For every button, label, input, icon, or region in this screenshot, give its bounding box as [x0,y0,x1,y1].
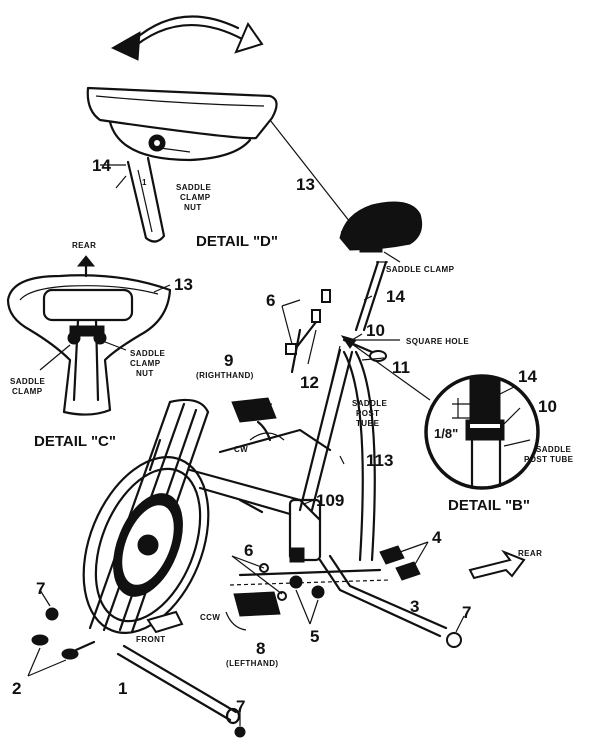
part-number-7-rear: 7 [462,603,471,622]
svg-text:TUBE: TUBE [356,419,380,428]
crank-bolts [285,289,387,374]
caption-fraction: 1/8" [434,426,458,441]
cw-arrow-icon [249,432,285,441]
part-number-2: 2 [12,679,21,698]
part-number-14-detail-b: 14 [518,367,537,386]
ccw-arrow-icon [225,611,247,631]
part-number-10-main: 10 [366,321,385,340]
part-number-9: 9 [224,351,233,370]
caption-rear-main: REAR [518,549,542,558]
caption-saddle-post-tube-b: SADDLE POST TUBE [524,445,574,464]
part-number-11: 11 [392,358,410,377]
svg-text:SADDLE: SADDLE [352,399,388,408]
pedal-righthand [231,397,277,442]
saddle-detail-c [6,274,172,416]
part-number-1: 1 [118,679,127,698]
hardware-lower [259,545,421,601]
caption-rear-c: REAR [72,241,96,250]
caption-saddle-clamp-nut-d: SADDLE CLAMP NUT [176,183,212,212]
main-saddle [339,201,423,332]
svg-text:SADDLE: SADDLE [130,349,166,358]
part-number-3: 3 [410,597,419,616]
rear-main-arrow-icon [468,549,526,580]
part-number-6-upper: 6 [266,291,275,310]
part-number-109: 109 [316,491,344,510]
caption-saddle-clamp-c: SADDLE CLAMP [10,377,46,396]
part-number-7-bottom: 7 [236,697,245,716]
part-number-4: 4 [432,528,442,547]
part-number-113: 113 [366,451,393,470]
part-number-7-front: 7 [36,579,45,598]
caption-cw: CW [234,445,248,454]
part-number-14-main: 14 [386,287,405,306]
caption-front: FRONT [136,635,166,644]
part-number-12: 12 [300,373,319,392]
part-number-13-detail-c: 13 [174,275,193,294]
part-number-13-top: 13 [296,175,315,194]
saddle-detail-d [86,86,278,243]
svg-text:POST: POST [356,409,379,418]
caption-lefthand: (LEFTHAND) [226,659,278,668]
caption-saddle-clamp-main: SADDLE CLAMP [386,265,455,274]
svg-text:SADDLE: SADDLE [176,183,212,192]
part-number-5: 5 [310,627,319,646]
detail-c-title: DETAIL "C" [34,433,116,450]
svg-text:CLAMP: CLAMP [12,387,43,396]
caption-square-hole: SQUARE HOLE [406,337,469,346]
front-arrow-icon [146,610,184,634]
rotate-arrow-icon [110,15,264,61]
svg-text:NUT: NUT [184,203,202,212]
svg-text:POST TUBE: POST TUBE [524,455,574,464]
front-bolts [31,607,462,738]
pedal-lefthand [233,591,281,617]
bike-frame [82,348,448,725]
part-number-14-detail-d: 14 [92,156,111,175]
part-number-8: 8 [256,639,265,658]
caption-righthand: (RIGHTHAND) [196,371,254,380]
post-mark-1: 1 [142,178,147,187]
caption-saddle-clamp-nut-c: SADDLE CLAMP NUT [130,349,166,378]
svg-text:SADDLE: SADDLE [10,377,46,386]
part-number-10-detail-b: 10 [538,397,557,416]
svg-text:CLAMP: CLAMP [130,359,161,368]
saddle-post-detail-b [424,374,540,490]
caption-saddle-post-tube-main: SADDLE POST TUBE [352,399,388,428]
detail-b-title: DETAIL "B" [448,497,530,514]
svg-text:CLAMP: CLAMP [180,193,211,202]
caption-ccw: CCW [200,613,220,622]
svg-text:SADDLE: SADDLE [536,445,572,454]
part-number-6-lower: 6 [244,541,253,560]
detail-d-title: DETAIL "D" [196,233,278,250]
svg-text:NUT: NUT [136,369,154,378]
